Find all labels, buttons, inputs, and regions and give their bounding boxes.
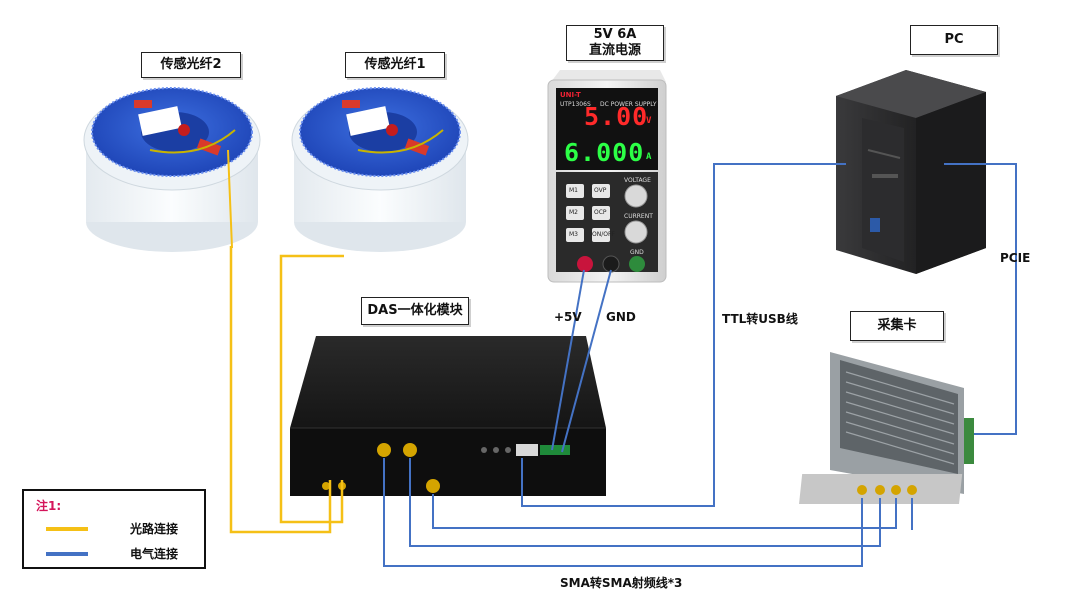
psu-button-m1: M1 bbox=[569, 187, 578, 194]
psu-button-ovp: OVP bbox=[594, 187, 607, 194]
pc-tower bbox=[836, 70, 986, 274]
psu-model: UTP1306S bbox=[560, 101, 591, 108]
gnd-label: GND bbox=[606, 310, 636, 324]
legend-label-electrical: 电气连接 bbox=[130, 547, 179, 561]
current-readout: 6.000 bbox=[564, 138, 645, 167]
legend-title: 注1: bbox=[36, 499, 62, 513]
psu-brand: UNI-T bbox=[560, 91, 581, 99]
sma-label: SMA转SMA射频线*3 bbox=[560, 576, 683, 590]
pcie-label: PCIE bbox=[1000, 251, 1031, 265]
optical-wires bbox=[229, 246, 344, 534]
legend-row-electrical: 电气连接 bbox=[38, 543, 198, 563]
psu-label-line2: 直流电源 bbox=[588, 43, 641, 58]
fiber-spool-1 bbox=[291, 87, 469, 252]
psu-label: 5V 6A 直流电源 bbox=[566, 25, 664, 61]
fiber1-label: 传感光纤1 bbox=[345, 52, 445, 78]
das-module bbox=[290, 336, 606, 496]
electrical-wires bbox=[383, 163, 1017, 567]
psu-knob-voltage: VOLTAGE bbox=[624, 177, 651, 184]
card-label: 采集卡 bbox=[850, 311, 944, 341]
legend-row-optical: 光路连接 bbox=[38, 518, 198, 538]
pc-label: PC bbox=[910, 25, 998, 55]
power-supply bbox=[547, 70, 667, 283]
psu-button-onoff: ON/OFF bbox=[592, 231, 615, 238]
psu-button-m3: M3 bbox=[569, 231, 578, 238]
current-unit: A bbox=[646, 152, 653, 162]
psu-knob-current: CURRENT bbox=[624, 213, 653, 220]
das-label: DAS一体化模块 bbox=[361, 297, 469, 325]
plus5v-label: +5V bbox=[554, 310, 582, 324]
voltage-readout: 5.00 bbox=[584, 102, 649, 131]
legend-box: 注1: 光路连接 电气连接 bbox=[22, 489, 206, 569]
psu-terminal-gnd: GND bbox=[630, 249, 644, 256]
psu-button-m2: M2 bbox=[569, 209, 578, 216]
legend-swatch-electrical bbox=[46, 552, 88, 556]
psu-button-ocp: OCP bbox=[594, 209, 607, 216]
legend-swatch-optical bbox=[46, 527, 88, 531]
voltage-unit: V bbox=[646, 116, 653, 126]
fiber2-label: 传感光纤2 bbox=[141, 52, 241, 78]
acquisition-card bbox=[799, 352, 974, 504]
fiber-spool-2 bbox=[83, 87, 261, 252]
legend-label-optical: 光路连接 bbox=[130, 522, 179, 536]
psu-label-line1: 5V 6A bbox=[593, 27, 637, 42]
psu-subtitle: DC POWER SUPPLY bbox=[600, 101, 657, 108]
ttl-usb-label: TTL转USB线 bbox=[722, 312, 798, 326]
